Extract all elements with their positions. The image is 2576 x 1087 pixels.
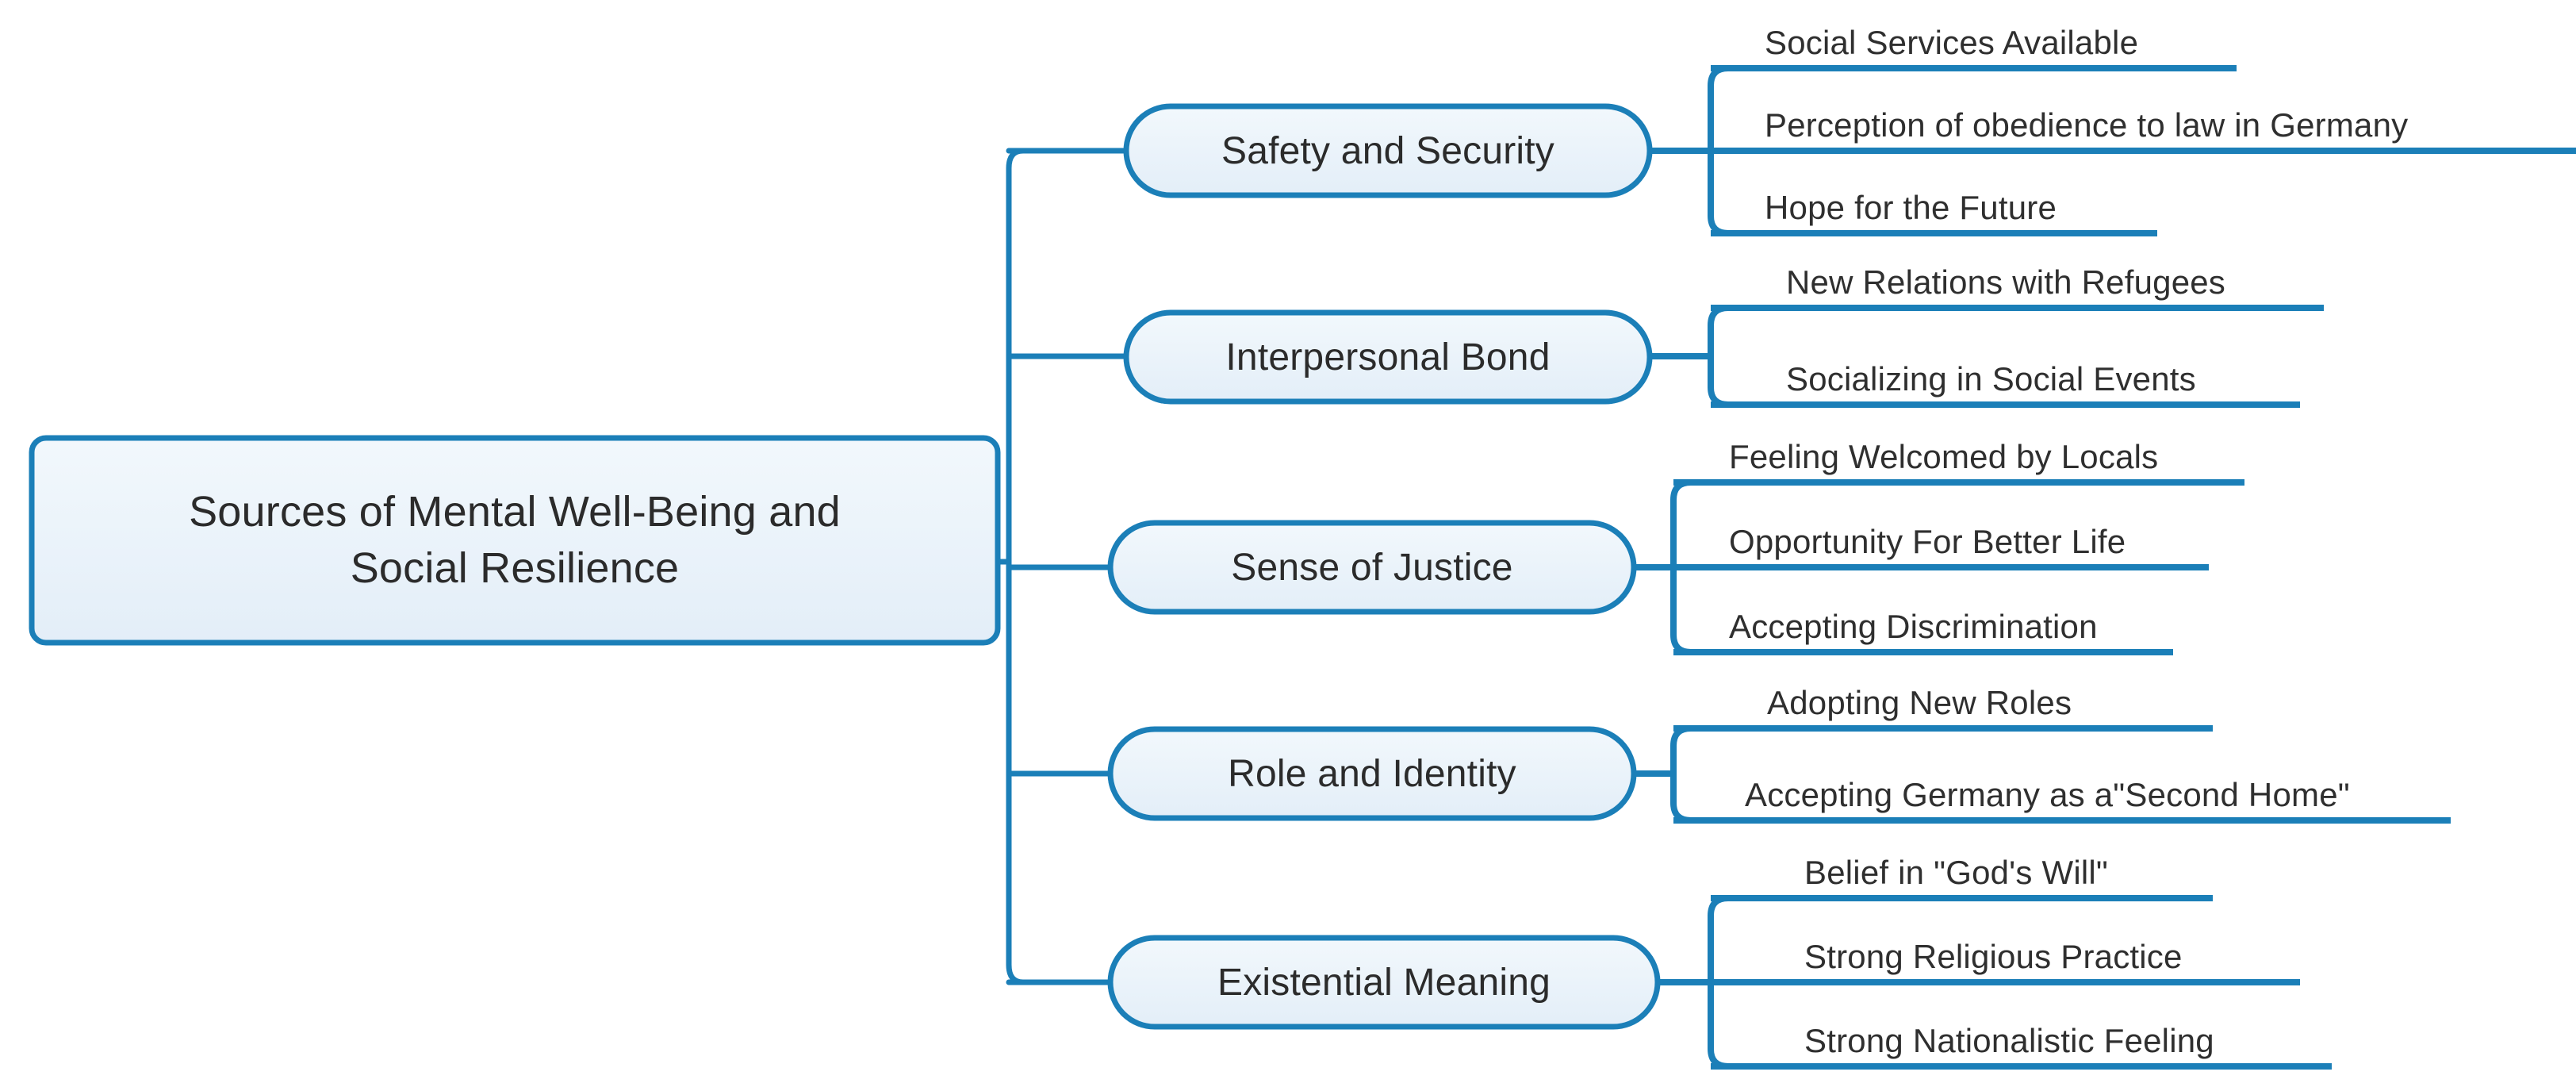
branch-node-sense-of-justice[interactable] — [1107, 520, 1637, 615]
root-node-box[interactable] — [29, 435, 1001, 646]
branch-node-role-and-identity[interactable] — [1107, 726, 1637, 821]
leaf-bracket-2 — [1708, 305, 1769, 408]
branch-node-safety-and-security[interactable] — [1123, 103, 1653, 198]
leaf-bracket-4 — [1670, 725, 1733, 824]
branch-node-interpersonal-bond[interactable] — [1123, 309, 1653, 405]
branch-node-existential-meaning[interactable] — [1107, 935, 1661, 1030]
